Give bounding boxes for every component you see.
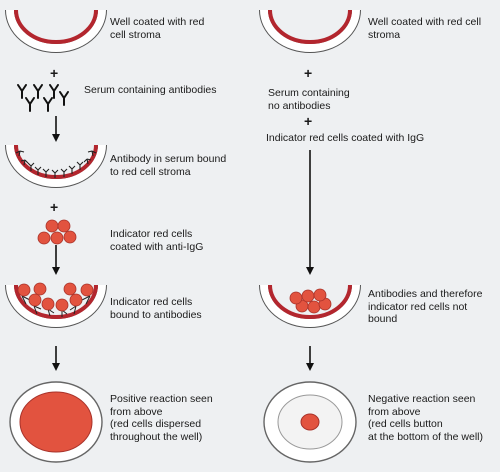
left-step1-label: Well coated with red cell stroma: [110, 16, 205, 41]
right-negative-well-top-view: [263, 381, 357, 463]
left-indicator-cells: [37, 219, 77, 245]
left-positive-well-top-view: [9, 381, 103, 463]
right-step5-label: Negative reaction seen from above (red c…: [368, 393, 483, 443]
right-plus-1: +: [304, 65, 313, 81]
right-plus-2: +: [304, 113, 313, 129]
left-plus-1: +: [50, 65, 59, 81]
left-well-stroma: [5, 9, 107, 53]
left-step4-label: Indicator red cells coated with anti-IgG: [110, 228, 204, 253]
left-step2-label: Serum containing antibodies: [84, 84, 217, 96]
left-step5-label: Indicator red cells bound to antibodies: [110, 296, 202, 321]
right-step3-label: Indicator red cells coated with IgG: [266, 132, 425, 144]
right-step2-label: Serum containing no antibodies: [268, 87, 350, 112]
left-well-cells-bound: [5, 282, 107, 328]
left-well-antibody-bound: [5, 144, 107, 188]
right-well-cells-unbound: [259, 284, 361, 328]
right-step1-label: Well coated with red cell stroma: [368, 16, 482, 41]
left-step3-label: Antibody in serum bound to red cell stro…: [110, 153, 227, 178]
right-well-stroma: [259, 9, 361, 53]
left-step6-label: Positive reaction seen from above (red c…: [110, 393, 213, 443]
left-plus-2: +: [50, 199, 59, 215]
right-step4-label: Antibodies and therefore indicator red c…: [368, 288, 483, 325]
left-antibodies: [17, 84, 69, 112]
